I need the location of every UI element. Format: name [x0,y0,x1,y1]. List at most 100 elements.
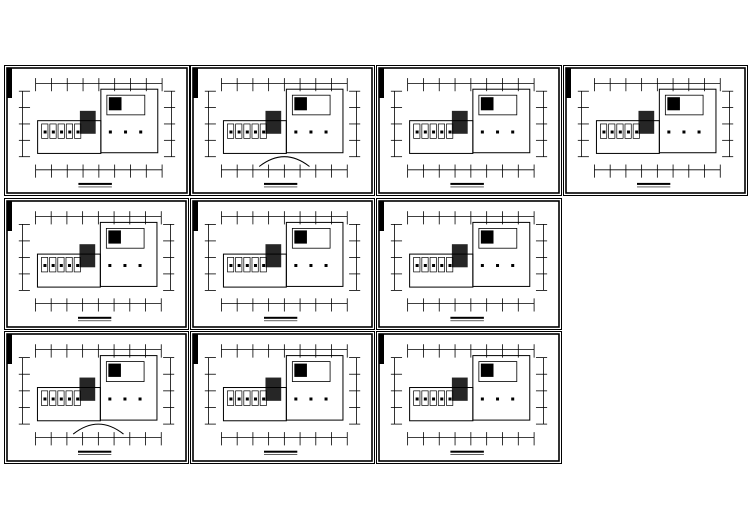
sheet-inner-border [378,67,560,194]
fixture [245,130,249,134]
column [309,130,313,134]
building-tower [472,355,531,421]
floor-plan-sheet [4,331,189,464]
sheet-title [450,450,484,453]
column [511,130,515,134]
room [251,390,259,406]
fixture [618,130,622,134]
equipment-block [480,230,494,244]
equipment-block [108,97,122,111]
canopy-curve [72,423,124,435]
room [243,257,251,273]
room [429,390,437,406]
fixture [602,130,606,134]
column [108,397,112,401]
building-tower [472,88,531,154]
column [138,264,142,267]
floor-plan-sheet [190,331,375,464]
column [324,130,328,134]
room [251,257,259,273]
column [697,130,701,134]
room [49,257,57,273]
column [480,264,484,267]
building-tower [472,221,531,287]
building-tower [99,355,158,421]
sheet-outer-border [190,331,375,464]
equipment-block [108,363,121,377]
room [413,257,421,273]
canopy-curve [258,156,310,167]
stair-core [265,244,282,268]
column [324,397,328,401]
floor-plan-sheet [190,65,375,196]
room [421,123,429,139]
building-tower [99,221,158,287]
column [667,130,671,134]
stair-core [451,377,468,401]
fixture [423,264,427,267]
fixture [229,130,233,134]
fixture [67,397,71,401]
room [616,123,624,139]
equipment-block [480,97,494,111]
column [511,264,515,267]
fixture [423,130,427,134]
floor-plan-sheet [4,198,189,330]
column [511,397,515,401]
fixture [237,397,241,401]
room [251,123,259,139]
stair-core [451,244,468,268]
equipment-block [294,97,307,111]
room [243,390,251,406]
room [291,94,331,116]
sheet-title [78,182,112,185]
room [437,257,445,273]
fixture [423,397,427,401]
room [106,94,146,116]
room [478,94,518,116]
equipment-block [667,97,680,111]
fixture [440,397,444,401]
column [294,130,298,134]
room [105,361,145,382]
stair-core [265,110,282,134]
equipment-block [294,363,307,377]
column [294,397,298,401]
room [421,257,429,273]
fixture [253,130,257,134]
room [65,123,73,139]
stair-core [79,377,96,401]
building-tower [285,355,344,421]
floor-plan-sheet [376,198,562,330]
fixture [448,397,452,401]
title-strip [7,334,12,364]
column [139,130,143,134]
fixture [262,130,266,134]
room [429,257,437,273]
fixture [76,264,80,267]
sheet-outer-border [376,65,562,196]
sheet-outer-border [190,198,375,330]
stair-core [638,110,655,134]
room [57,257,65,273]
fixture [76,397,80,401]
room [57,390,65,406]
building-tower [285,88,344,154]
fixture [59,264,63,267]
floor-plan-sheet [376,331,562,464]
column [309,397,313,401]
building-tower [658,88,717,154]
room [227,390,235,406]
sheet-outer-border [563,65,748,196]
room [291,227,331,249]
room [413,123,421,139]
fixture [448,130,452,134]
fixture [262,264,266,267]
floor-plan-sheet [4,65,190,196]
column [138,397,142,401]
sheet-title [264,182,298,185]
room [291,361,331,382]
fixture [59,397,63,401]
sheet-outer-border [376,198,562,330]
